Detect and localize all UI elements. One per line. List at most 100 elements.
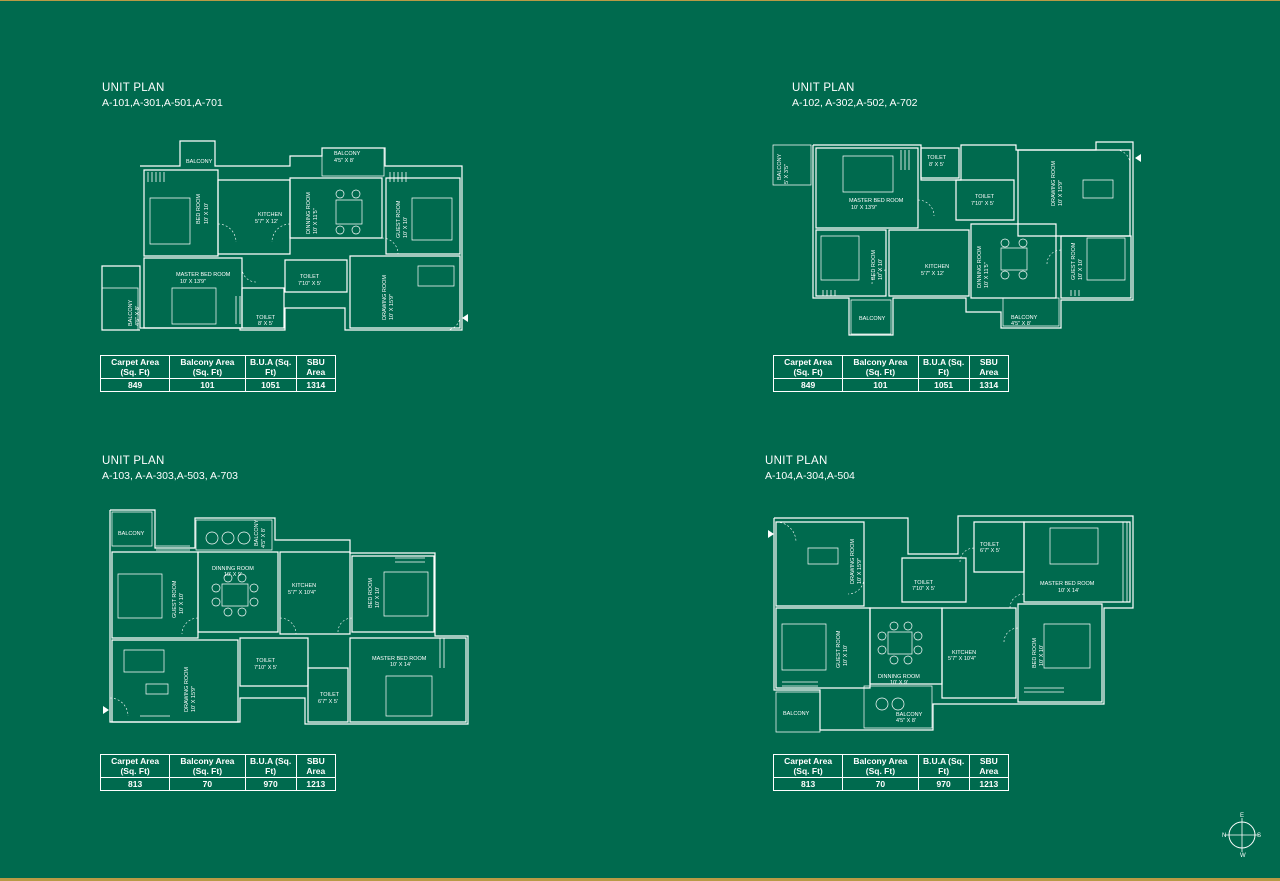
plan-3-guest-label: GUEST ROOM bbox=[172, 580, 178, 618]
plan-2-kitchen-label: KITCHEN bbox=[925, 264, 949, 270]
plan-2-bed-1 bbox=[843, 156, 893, 192]
plan-3-area-table: Carpet Area (Sq. Ft) Balcony Area (Sq. F… bbox=[99, 754, 337, 791]
plan-1-balcony3 bbox=[102, 288, 138, 330]
plan-3-toilet1-wall bbox=[240, 638, 308, 686]
plan-3-center-table bbox=[146, 684, 168, 694]
plan-4-bed-1 bbox=[1050, 528, 1098, 564]
plan-4-units: A-104,A-304,A-504 bbox=[765, 470, 855, 482]
plan-3-title: UNIT PLAN bbox=[102, 455, 165, 467]
plan-2-outer-wall bbox=[813, 142, 1133, 335]
plan-4-center-table bbox=[808, 548, 838, 564]
plan-2-value-sbu: 1314 bbox=[968, 378, 1010, 392]
plan-3-table-header-row: Carpet Area (Sq. Ft) Balcony Area (Sq. F… bbox=[99, 754, 337, 778]
plan-4-bedroom-dim: 10' X 10' bbox=[1039, 645, 1045, 666]
plan-2-master-label: MASTER BED ROOM bbox=[849, 198, 904, 204]
plan-1-balcony3-label: BALCONY bbox=[128, 299, 134, 326]
plan-2-header-sbu: SBU Area bbox=[968, 355, 1010, 379]
plan-1-value-bua: 1051 bbox=[244, 378, 297, 392]
plan-2-guest-label: GUEST ROOM bbox=[1071, 242, 1077, 280]
plan-2-guest-dim: 10' X 10' bbox=[1078, 259, 1084, 280]
plan-2-dining-label: DINNING ROOM bbox=[977, 246, 983, 288]
plan-1-table-header-row: Carpet Area (Sq. Ft) Balcony Area (Sq. F… bbox=[99, 355, 337, 379]
plan-4-heading-block: UNIT PLAN A-104,A-304,A-504 bbox=[765, 454, 855, 484]
plan-1-kitchen-label: KITCHEN bbox=[258, 212, 282, 218]
plan-3-outer-wall bbox=[110, 510, 468, 724]
plan-2-toilet1-label: TOILET bbox=[927, 155, 947, 161]
plan-3-balcony2 bbox=[196, 520, 272, 550]
plan-2-toilet2-label: TOILET bbox=[975, 194, 995, 200]
plan-3-bed-3 bbox=[386, 676, 432, 716]
plan-1-dining-label: DINNING ROOM bbox=[306, 192, 312, 234]
plan-2-units: A-102, A-302,A-502, A-702 bbox=[792, 97, 918, 109]
plan-3-table-value-row: 813 70 970 1213 bbox=[99, 777, 337, 791]
plan-1-header-carpet: Carpet Area (Sq. Ft) bbox=[99, 355, 171, 379]
plan-1-toilet2-label: TOILET bbox=[256, 315, 276, 321]
plan-3-value-bua: 970 bbox=[244, 777, 297, 791]
plan-2-heading-block: UNIT PLAN A-102, A-302,A-502, A-702 bbox=[792, 81, 918, 111]
plan-2-guest-wall bbox=[1061, 236, 1131, 298]
plan-1-entry-arrow bbox=[462, 314, 468, 322]
plan-3-bed-1 bbox=[118, 574, 162, 618]
plan-3-guest-dim: 10' X 10' bbox=[179, 593, 185, 614]
plan-3-floorplan: BALCONY BALCONY 4'5" X 8' DINNING ROOM 1… bbox=[103, 508, 472, 728]
plan-4-bed-3 bbox=[1044, 624, 1090, 668]
plan-3-dining-table bbox=[222, 584, 248, 606]
plan-1-value-sbu: 1314 bbox=[295, 378, 337, 392]
plan-4-balcony2-dim: 4'5" X 8' bbox=[896, 718, 916, 724]
plan-3-header-bua: B.U.A (Sq. Ft) bbox=[244, 754, 297, 778]
plan-4-header-sbu: SBU Area bbox=[968, 754, 1010, 778]
plan-1-drawing-wall bbox=[350, 256, 460, 328]
plan-2-drawing-dim: 10' X 15'9" bbox=[1058, 180, 1064, 206]
plan-4-value-bua: 970 bbox=[917, 777, 970, 791]
plan-3-bed-2 bbox=[384, 572, 428, 616]
compass-icon: E W N S bbox=[1222, 813, 1261, 858]
plan-2-balcony1-dim: 5' X 3'5" bbox=[784, 164, 790, 184]
plan-1-heading-block: UNIT PLAN A-101,A-301,A-501,A-701 bbox=[102, 81, 223, 111]
plan-2-header-bua: B.U.A (Sq. Ft) bbox=[917, 355, 970, 379]
plan-2-bed-3 bbox=[1087, 238, 1125, 280]
plan-3-header-balcony: Balcony Area (Sq. Ft) bbox=[169, 754, 246, 778]
plan-4-dining-dim: 10' X 9' bbox=[890, 680, 908, 686]
plan-2-area-table: Carpet Area (Sq. Ft) Balcony Area (Sq. F… bbox=[772, 355, 1010, 392]
plan-1-balcony2-label: BALCONY bbox=[334, 151, 361, 157]
plan-2-dining-dim: 10' X 11'5" bbox=[984, 262, 990, 288]
plan-2-drawing-label: DRAWING ROOM bbox=[1051, 161, 1057, 206]
plan-2-master-dim: 10' X 13'9" bbox=[851, 205, 877, 211]
plan-3-master-dim: 10' X 14' bbox=[390, 662, 411, 668]
plan-2-toilet2-dim: 7'10" X 5' bbox=[971, 201, 994, 207]
plan-4-dining-table bbox=[888, 632, 912, 654]
plan-1-toilet1-wall bbox=[285, 260, 347, 292]
plan-3-master-wall bbox=[350, 638, 466, 722]
plan-3-value-balcony: 70 bbox=[169, 777, 246, 791]
plan-3-units: A-103, A-A-303,A-503, A-703 bbox=[102, 470, 239, 482]
plan-4-bedroom-wall bbox=[1018, 604, 1102, 702]
plan-3-kitchen-wall bbox=[280, 552, 350, 634]
plan-4-master-dim: 10' X 14' bbox=[1058, 588, 1079, 594]
compass-north-label: N bbox=[1222, 833, 1226, 839]
plan-1-drawing-dim: 10' X 15'9" bbox=[389, 294, 395, 320]
plan-3-kitchen-dim: 5'7" X 10'4" bbox=[288, 590, 316, 596]
plan-1-toilet2-dim: 8' X 5' bbox=[258, 321, 273, 327]
plan-4-drawing-wall bbox=[776, 522, 864, 606]
plan-3-master-label: MASTER BED ROOM bbox=[372, 656, 427, 662]
plan-1-balcony2-dim: 4'5" X 8' bbox=[334, 158, 354, 164]
plan-2-value-carpet: 849 bbox=[772, 378, 844, 392]
plan-2-balcony2 bbox=[851, 300, 891, 334]
plan-4-bed-2 bbox=[782, 624, 826, 670]
plan-1-drawing-label: DRAWING ROOM bbox=[382, 275, 388, 320]
plan-3-toilet1-label: TOILET bbox=[256, 658, 276, 664]
plan-1-bed-2 bbox=[412, 198, 452, 240]
plan-4-kitchen-label: KITCHEN bbox=[952, 650, 976, 656]
plan-3-balcony2-dim: 4'5" X 8' bbox=[261, 528, 267, 548]
plan-4-value-carpet: 813 bbox=[772, 777, 844, 791]
plan-1-title: UNIT PLAN bbox=[102, 82, 165, 94]
plan-1-bedroom-dim: 10' X 10' bbox=[204, 203, 210, 224]
plan-4-master-label: MASTER BED ROOM bbox=[1040, 581, 1095, 587]
plan-2-table-value-row: 849 101 1051 1314 bbox=[772, 378, 1010, 392]
plan-2-toilet1-dim: 8' X 5' bbox=[929, 162, 944, 168]
plan-2-kitchen-dim: 5'7" X 12' bbox=[921, 271, 944, 277]
plan-4-header-carpet: Carpet Area (Sq. Ft) bbox=[772, 754, 844, 778]
plan-4-value-balcony: 70 bbox=[842, 777, 919, 791]
plan-3-value-carpet: 813 bbox=[99, 777, 171, 791]
